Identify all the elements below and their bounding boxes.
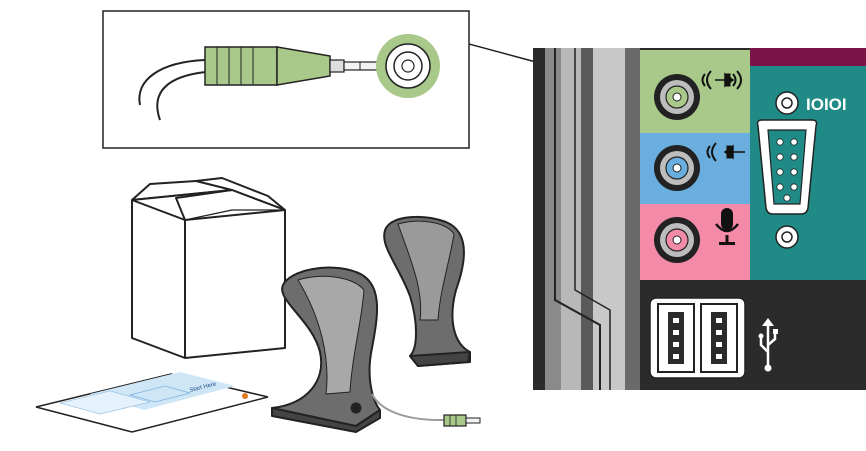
audio-out-jack[interactable] <box>654 74 700 120</box>
line-in-icon <box>706 142 745 162</box>
package-box <box>131 177 286 359</box>
right-speaker <box>383 215 471 367</box>
mic-jack[interactable] <box>654 217 700 263</box>
plug-callout <box>102 10 673 149</box>
left-speaker <box>271 266 381 433</box>
speaker-out-icon <box>701 70 742 90</box>
start-here-document: Start Here <box>35 372 269 433</box>
usb-icon <box>758 318 778 372</box>
computer-back-panel: IOIOI <box>533 48 866 390</box>
speaker-cable <box>371 393 481 427</box>
line-in-jack[interactable] <box>654 145 700 191</box>
serial-port-label: IOIOI <box>806 95 847 114</box>
callout-jack-icon <box>376 34 440 98</box>
mini-plug-icon <box>443 414 481 427</box>
audio-plug-icon <box>204 46 385 86</box>
usb-ports[interactable] <box>649 297 746 379</box>
microphone-icon <box>715 208 739 245</box>
serial-port[interactable] <box>756 91 818 249</box>
